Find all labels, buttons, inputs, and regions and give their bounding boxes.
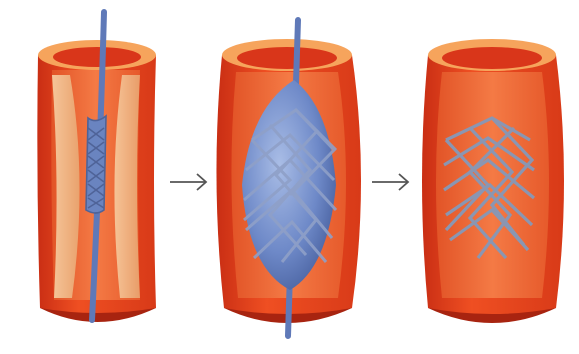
stage-1-narrowed-artery [37, 12, 156, 322]
stage-2-balloon-inflation [216, 20, 361, 336]
plaque-right [114, 75, 140, 298]
right-arrow-icon [372, 174, 408, 190]
artery-lumen-opening [237, 47, 337, 69]
right-arrow-icon [170, 174, 206, 190]
collapsed-stent [86, 116, 106, 213]
stage-3-stent-deployed [422, 39, 564, 323]
artery-lumen-opening [442, 47, 542, 69]
artery-lumen-opening [53, 47, 141, 67]
